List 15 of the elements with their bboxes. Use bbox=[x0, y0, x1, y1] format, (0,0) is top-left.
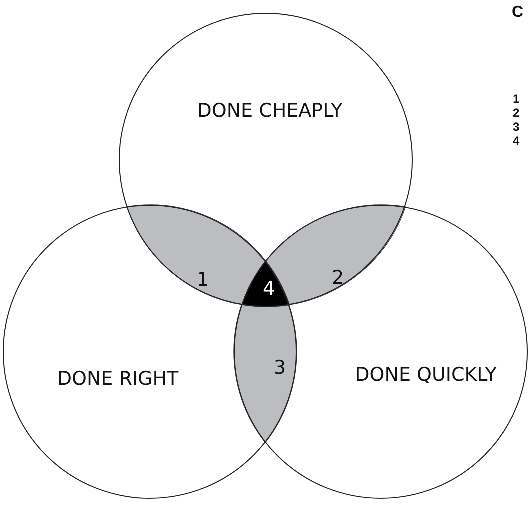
circle-label: DONE CHEAPLY bbox=[197, 100, 343, 122]
venn-circle bbox=[3, 205, 297, 499]
circle-label: DONE RIGHT bbox=[57, 368, 179, 390]
region-number: 3 bbox=[274, 356, 286, 379]
region-number: 4 bbox=[262, 278, 276, 300]
region-number: 2 bbox=[332, 267, 344, 289]
list-number: 4 bbox=[513, 134, 520, 148]
venn-circle bbox=[119, 13, 413, 307]
circle-label: DONE QUICKLY bbox=[355, 364, 497, 386]
heading-text: C bbox=[512, 4, 524, 22]
venn-circle bbox=[234, 205, 528, 499]
list-number: 1 bbox=[513, 92, 520, 106]
region-number: 1 bbox=[196, 269, 210, 291]
list-number: 2 bbox=[513, 106, 520, 120]
list-number: 3 bbox=[513, 120, 520, 134]
